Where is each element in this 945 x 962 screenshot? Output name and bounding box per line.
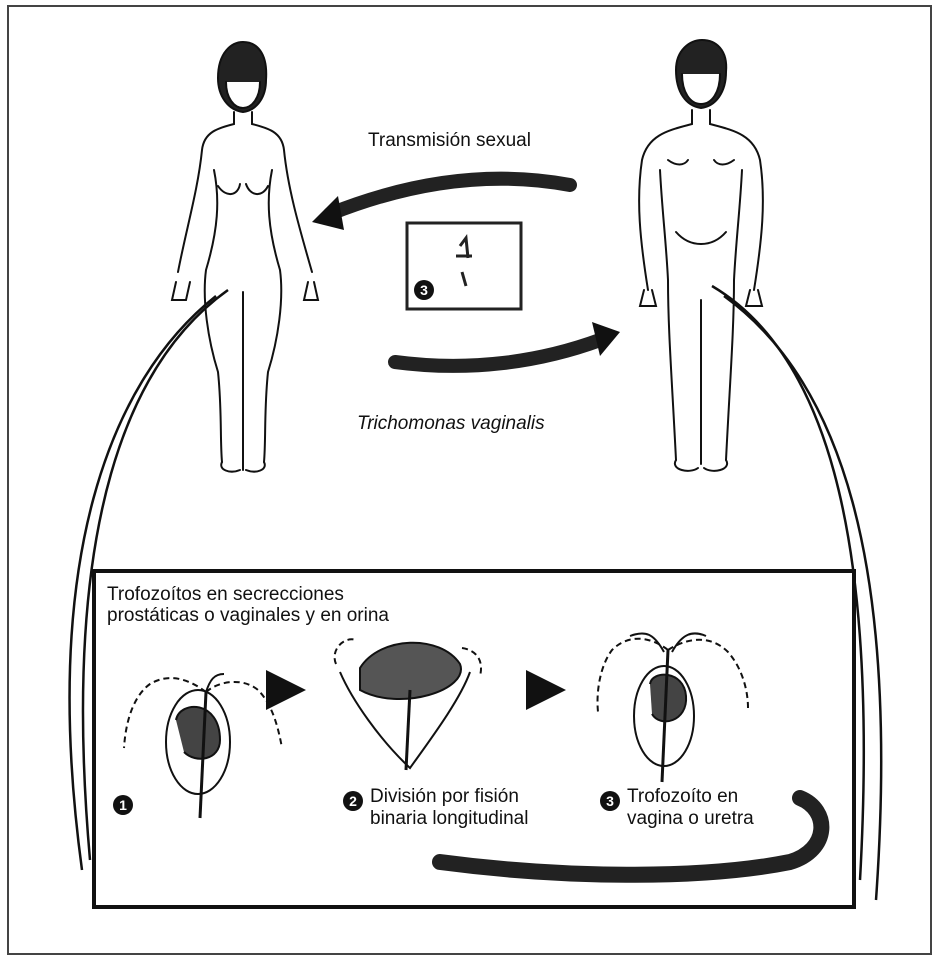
step3-badge: 3: [600, 791, 620, 811]
step3-label: Trofozoíto en vagina o uretra: [627, 786, 787, 830]
male-figure-icon: [639, 40, 763, 471]
step1-badge: 1: [113, 795, 133, 815]
step2-label: División por fisión binaria longitudinal: [370, 786, 570, 830]
box-title: Trofozoítos en secrecciones prostáticas …: [107, 584, 427, 626]
organism-label: Trichomonas vaginalis: [357, 413, 545, 435]
female-figure-icon: [172, 42, 318, 472]
transmission-label: Transmisión sexual: [368, 130, 531, 152]
transmission-arrow-right: [395, 322, 620, 366]
step2-badge: 2: [343, 791, 363, 811]
inset-step-badge: 3: [414, 280, 434, 300]
